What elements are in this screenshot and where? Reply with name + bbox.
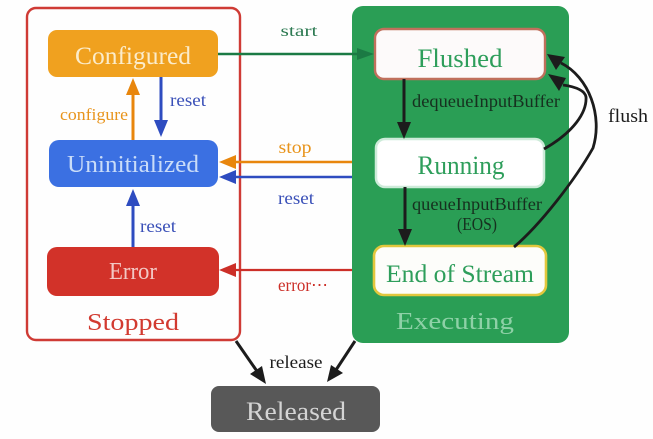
svg-text:flush: flush: [608, 106, 649, 127]
svg-text:Executing: Executing: [396, 309, 514, 335]
svg-text:Flushed: Flushed: [418, 44, 503, 73]
svg-text:Error: Error: [109, 259, 157, 285]
svg-text:Stopped: Stopped: [87, 310, 179, 336]
svg-text:release: release: [270, 352, 323, 372]
svg-text:reset: reset: [170, 90, 206, 110]
svg-text:stop: stop: [279, 137, 312, 157]
svg-text:configure: configure: [60, 105, 128, 124]
svg-text:error⋯: error⋯: [278, 275, 328, 295]
svg-text:queueInputBuffer: queueInputBuffer: [412, 194, 542, 214]
svg-text:(EOS): (EOS): [457, 214, 497, 235]
svg-text:End of Stream: End of Stream: [386, 261, 535, 288]
svg-text:Uninitialized: Uninitialized: [67, 152, 199, 178]
svg-text:reset: reset: [140, 216, 176, 236]
svg-text:Running: Running: [418, 151, 505, 180]
svg-text:Released: Released: [246, 397, 346, 426]
svg-text:start: start: [281, 23, 319, 40]
svg-text:dequeueInputBuffer: dequeueInputBuffer: [412, 91, 560, 111]
svg-text:Configured: Configured: [75, 43, 192, 70]
svg-text:reset: reset: [278, 188, 314, 208]
